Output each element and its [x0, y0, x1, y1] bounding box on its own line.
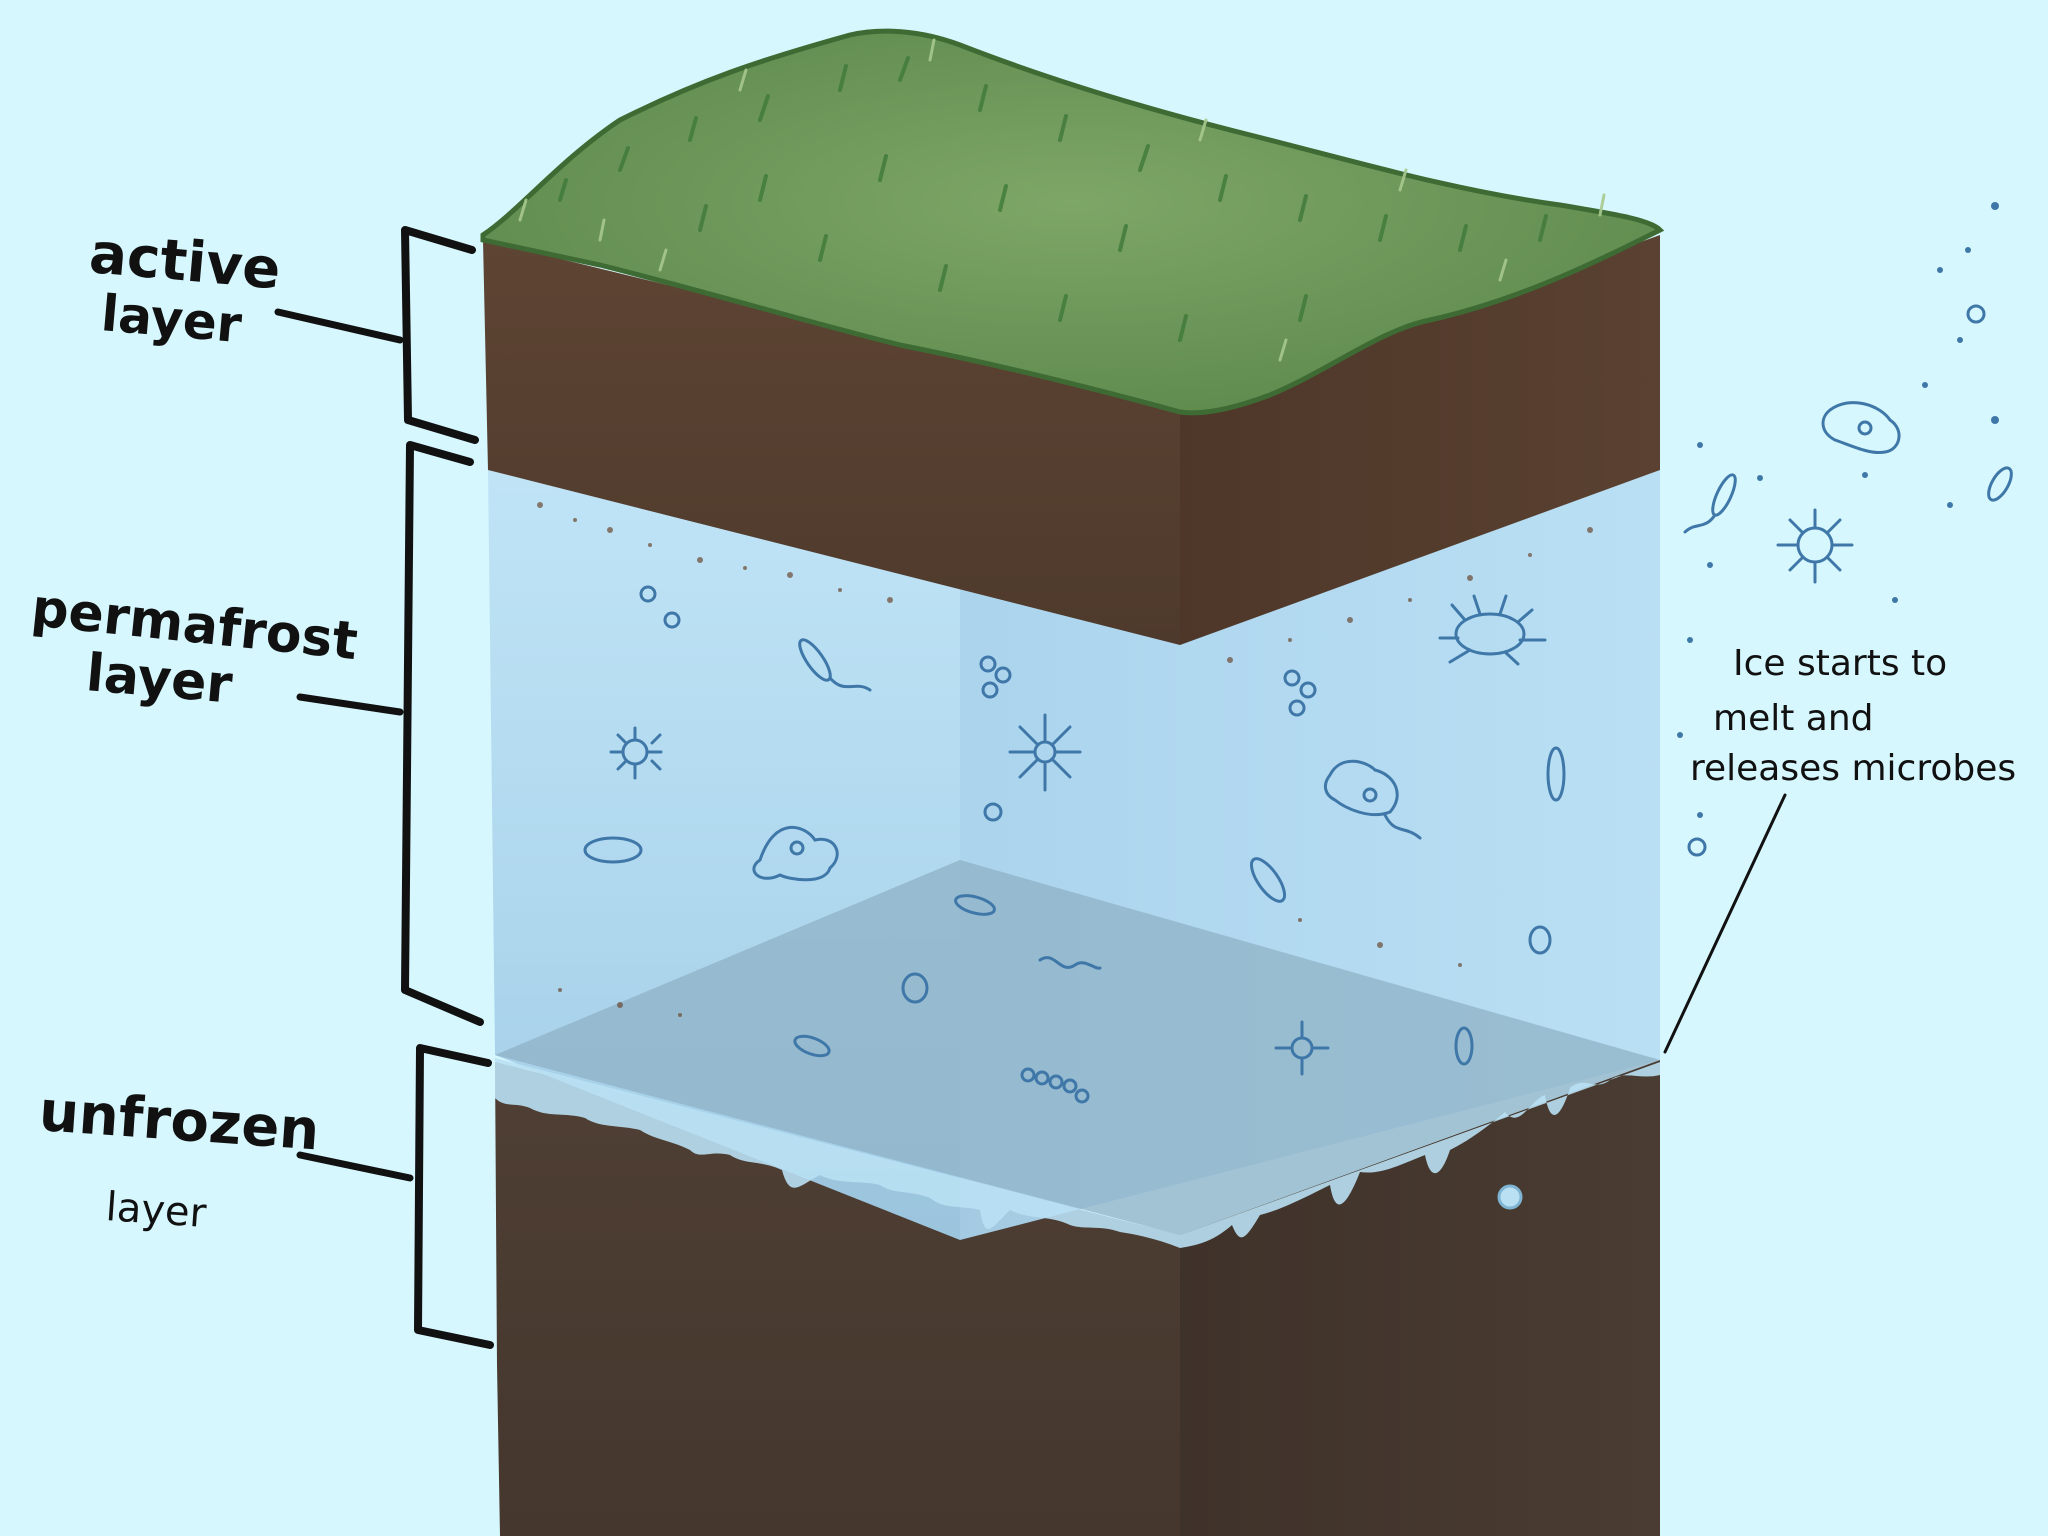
active-pointer-line	[274, 308, 404, 344]
melt-pointer-line	[1663, 793, 1787, 1054]
oval-cell-icon	[1249, 857, 1287, 903]
permafrost-pointer-line	[296, 693, 404, 716]
oval-cell-icon	[1987, 466, 2013, 502]
ice-floor	[495, 860, 1660, 1235]
permafrost-block	[488, 470, 1660, 1248]
rod-bacterium-icon	[798, 638, 832, 682]
bubble-icon	[1687, 837, 1707, 857]
spiky-microbe-icon	[1438, 594, 1547, 666]
brackets	[401, 226, 494, 1349]
bubble-icon	[981, 681, 999, 699]
grass-highlights	[518, 38, 1606, 362]
active-layer-label-line2: layer	[99, 284, 244, 354]
active-layer-bracket	[401, 226, 479, 444]
bubble-icon	[663, 611, 681, 629]
bubble-icon	[994, 666, 1012, 684]
soil-speckles	[537, 502, 1593, 1017]
rod-bacterium-icon	[1711, 473, 1737, 517]
flagellum-icon	[828, 676, 872, 692]
bubble-icon	[1283, 669, 1301, 687]
bubble-icon	[1966, 304, 1986, 324]
oval-cell-icon	[583, 836, 643, 864]
bubble-icon	[1288, 699, 1306, 717]
amoeba-icon	[1821, 401, 1901, 455]
bubble-icon	[1299, 681, 1317, 699]
grass-top	[480, 28, 1665, 416]
soil-side-face	[1180, 235, 1660, 645]
released-microbes	[1677, 202, 2013, 857]
virus-icon	[609, 726, 663, 780]
bubble-icon	[979, 655, 997, 673]
soil-front-face	[483, 240, 1180, 645]
melt-note-line2: melt and	[1713, 698, 1874, 739]
permafrost-layer-bracket	[401, 441, 484, 1026]
virus-icon	[1274, 1020, 1330, 1076]
oval-cell-icon	[793, 1034, 831, 1058]
unfrozen-side-face	[1180, 1060, 1660, 1536]
oval-cell-icon	[1528, 925, 1552, 955]
bubble-icon	[983, 802, 1003, 822]
branched-microbe-icon	[1008, 713, 1082, 792]
oval-cell-icon	[1454, 1026, 1474, 1066]
chain-bacteria-icon	[1020, 1067, 1090, 1104]
grass-surface	[480, 28, 1665, 416]
active-block	[483, 235, 1660, 1017]
amoeba-icon	[752, 826, 839, 882]
unfrozen-block	[495, 1060, 1660, 1536]
permafrost-layer-label-line2: layer	[84, 643, 235, 716]
oval-cell-icon	[901, 972, 929, 1004]
microbes-in-ice	[583, 585, 1566, 1104]
grass-blades	[558, 56, 1548, 342]
amoeba-icon	[1323, 759, 1422, 840]
bubble-icon	[639, 585, 657, 603]
rod-bacterium-icon	[1546, 746, 1566, 802]
unfrozen-layer-label-line2: layer	[104, 1184, 208, 1237]
unfrozen-layer-label-line1: unfrozen	[37, 1079, 321, 1163]
floating-dots	[1677, 202, 1999, 818]
water-droplet	[1497, 1184, 1523, 1210]
melting-ice-edge	[495, 1058, 1660, 1248]
unfrozen-layer-bracket	[414, 1044, 494, 1349]
squiggle-microbe-icon	[1038, 956, 1102, 970]
oval-cell-icon	[954, 894, 996, 916]
flagellum-icon	[1683, 513, 1717, 534]
unfrozen-front-face	[495, 1062, 1180, 1536]
layer-labels: active layer permafrost layer unfrozen l…	[29, 221, 2016, 1237]
pointer-lines	[274, 308, 1787, 1182]
virus-icon	[1776, 508, 1854, 584]
melt-note-line3: releases microbes	[1690, 748, 2016, 789]
unfrozen-pointer-line	[296, 1151, 414, 1182]
melt-note-line1: Ice starts to	[1733, 643, 1947, 684]
